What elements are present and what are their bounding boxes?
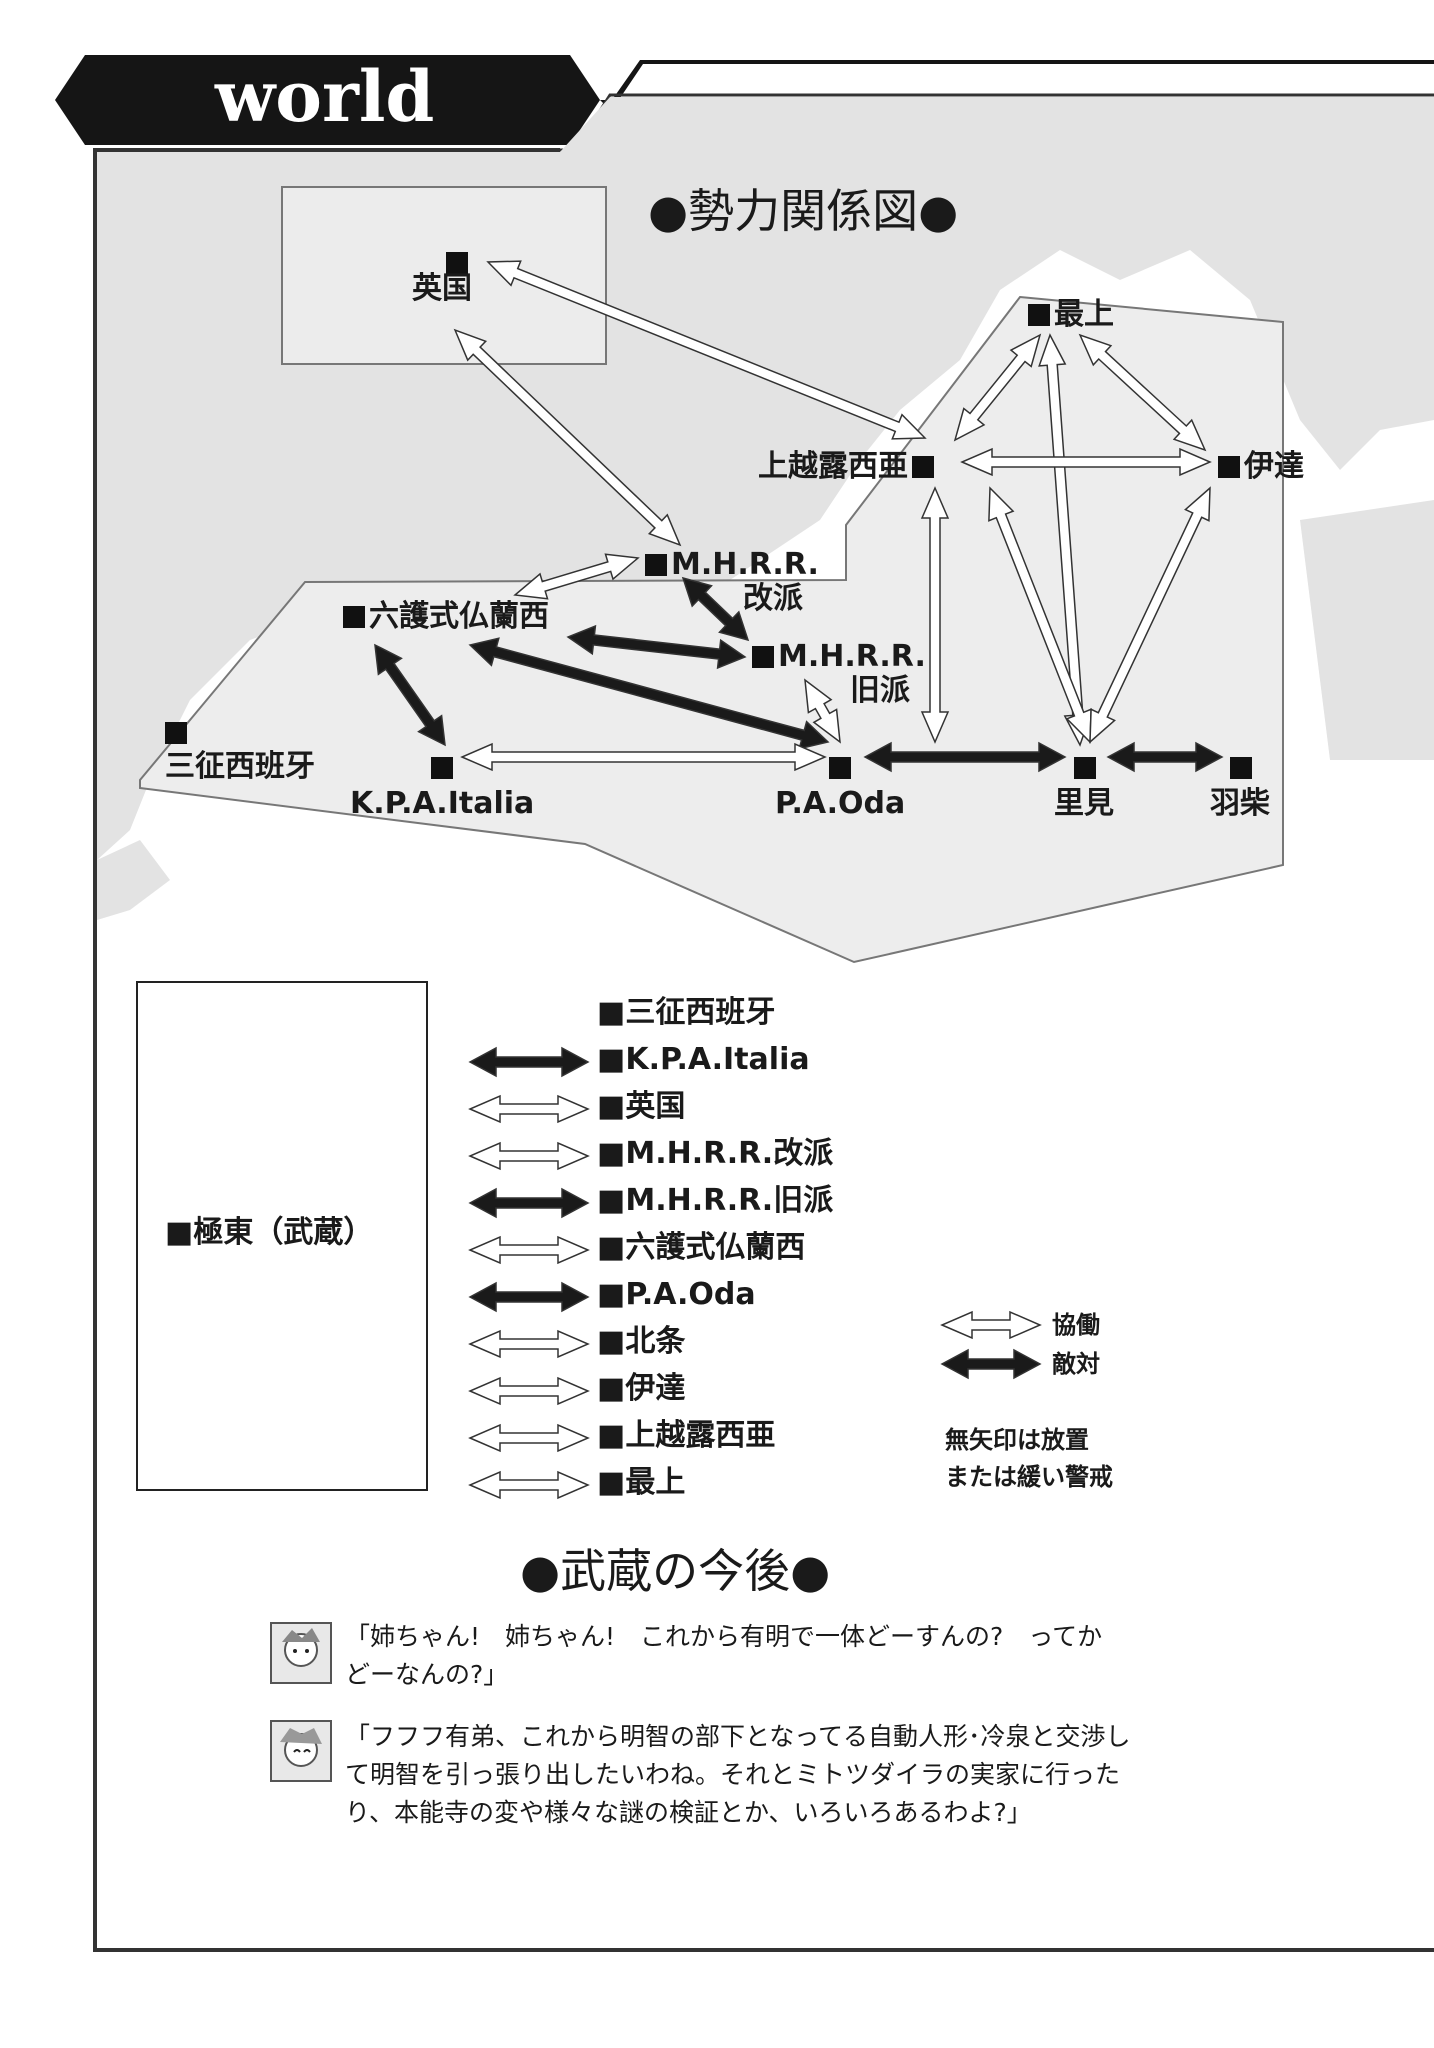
legend-center-box (136, 981, 428, 1491)
node-satomi: 里見 (1054, 750, 1114, 822)
future-title: ●武蔵の今後● (520, 1544, 831, 1598)
arrow-mhrr-new-mhrr-old (681, 576, 750, 642)
legend-arrow-enemy (468, 1046, 590, 1078)
map-title: ●勢力関係図● (648, 184, 959, 238)
legend-arrow-coop (468, 1329, 590, 1359)
legend-item: ■K.P.A.Italia (597, 1042, 810, 1077)
england-region (281, 186, 607, 365)
quote-2: 「フフフ有弟、これから明智の部下となってる自動人形･冷泉と交渉し て明智を引っ張… (345, 1722, 1131, 1827)
node-pa-oda: P.A.Oda (775, 750, 905, 822)
node-rokugo: 六護式仏蘭西 (343, 602, 549, 632)
legend-center-label: ■極東（武蔵） (165, 1215, 374, 1250)
arrow-mogami-satomi (1038, 333, 1092, 747)
key-note-1: 無矢印は放置 (945, 1426, 1089, 1454)
legend-item: ■最上 (597, 1465, 686, 1500)
legend-arrow-enemy (468, 1187, 590, 1219)
section-title: world (215, 55, 435, 138)
arrow-rokugo-mhrr-old (566, 624, 747, 670)
node-england: 英国 (412, 248, 472, 304)
key-coop-label: 協働 (1052, 1311, 1100, 1339)
legend-item: ■三征西班牙 (597, 995, 776, 1030)
legend-item: ■六護式仏蘭西 (597, 1230, 806, 1265)
arrow-mhrr-old-pa-oda (804, 678, 841, 744)
node-mhrr-old: M.H.R.R. 旧派 (752, 640, 926, 708)
key-arrow-enemy (940, 1348, 1042, 1380)
arrow-rokugo-kpa (374, 643, 446, 747)
arrow-satomi-hashiba (1106, 741, 1224, 773)
node-mogami: 最上 (1028, 300, 1114, 330)
key-arrow-coop (940, 1310, 1042, 1340)
legend-arrow-coop (468, 1141, 590, 1171)
arrow-mogami-uesugi (953, 333, 1042, 442)
quote-1: 「姉ちゃん! 姉ちゃん! これから有明で一体どーすんの? ってか どーなんの?」 (345, 1622, 1103, 1689)
arrow-uesugi-pa-oda (920, 486, 950, 744)
arrow-kpa-pa-oda (460, 742, 827, 772)
key-enemy-label: 敵対 (1052, 1350, 1100, 1378)
legend-arrows (468, 1046, 590, 1500)
legend-arrow-coop (468, 1376, 590, 1406)
legend-item: ■英国 (597, 1089, 686, 1124)
key-arrows (940, 1310, 1042, 1380)
node-uesugi: 上越露西亜 (758, 452, 938, 482)
legend-item: ■M.H.R.R.旧派 (597, 1183, 834, 1218)
node-date: 伊達 (1218, 452, 1304, 482)
node-hashiba: 羽柴 (1210, 750, 1270, 822)
avatar-kimi (270, 1720, 332, 1782)
arrow-mogami-date (1078, 333, 1207, 452)
arrow-date-satomi (1089, 486, 1211, 744)
legend-arrow-coop (468, 1094, 590, 1124)
legend-arrow-coop (468, 1423, 590, 1453)
legend-item: ■北条 (597, 1324, 686, 1359)
legend-item: ■上越露西亜 (597, 1418, 776, 1453)
legend-arrow-coop (468, 1235, 590, 1265)
node-sanseispain: 三征西班牙 (165, 716, 315, 784)
arrow-uesugi-date (960, 447, 1212, 477)
arrow-england-mhrr-new (453, 328, 682, 547)
legend-item: ■M.H.R.R.改派 (597, 1136, 834, 1171)
legend-arrow-coop (468, 1470, 590, 1500)
legend-arrow-enemy (468, 1281, 590, 1313)
avatar-toori (270, 1622, 332, 1684)
node-mhrr-new: M.H.R.R. 改派 (645, 548, 819, 616)
arrow-pa-oda-satomi (863, 741, 1067, 773)
legend-item: ■P.A.Oda (597, 1277, 756, 1312)
header-banner (55, 55, 1434, 145)
arrow-rokugo-pa-oda (468, 637, 830, 750)
legend-item: ■伊達 (597, 1371, 686, 1406)
node-kpa: K.P.A.Italia (350, 750, 534, 822)
relation-arrows (374, 260, 1224, 773)
arrow-england-uesugi (486, 260, 927, 440)
key-note-2: または緩い警戒 (945, 1463, 1113, 1491)
arrow-mhrr-new-rokugo (513, 553, 640, 600)
